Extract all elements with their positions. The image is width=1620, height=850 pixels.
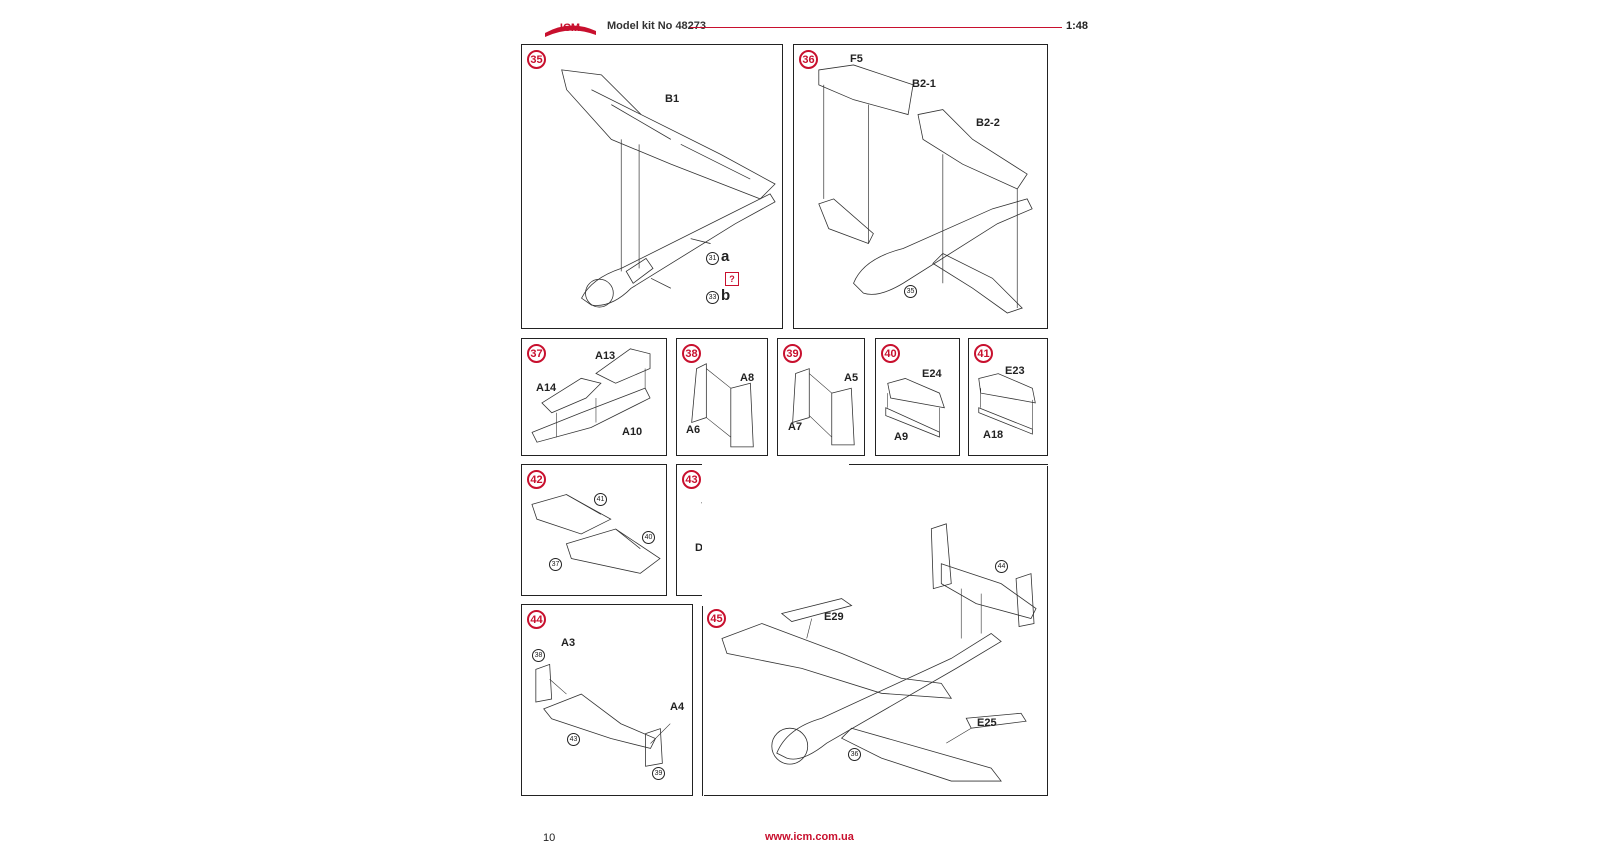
step-37-number: 37 bbox=[527, 344, 546, 363]
part-label-a8: A8 bbox=[740, 372, 755, 384]
part-label-a9: A9 bbox=[894, 431, 909, 443]
scale-label: 1:48 bbox=[1066, 20, 1089, 32]
step-35-drawing bbox=[561, 69, 776, 308]
step-36-panel: 36 F5 B2-1 B2-2 35 bbox=[793, 44, 1048, 329]
model-kit-label: Model kit No 48273 bbox=[607, 20, 707, 32]
step-45-outline-left bbox=[702, 604, 704, 796]
part-label-a3: A3 bbox=[561, 637, 576, 649]
step-35-panel: 35 B1 31 a ? 33 b bbox=[521, 44, 783, 329]
logo-text: ICM bbox=[560, 22, 580, 34]
step-41-number: 41 bbox=[974, 344, 993, 363]
part-label-b2-1: B2-1 bbox=[912, 78, 936, 90]
step-42-drawing bbox=[531, 494, 661, 574]
part-label-a18: A18 bbox=[983, 429, 1004, 441]
step-45-drawing bbox=[721, 523, 1037, 782]
step-45-outline-top bbox=[849, 464, 1048, 466]
step-41-panel: 41 E23 A18 bbox=[968, 338, 1048, 456]
step-42-panel: 42 41 40 37 bbox=[521, 464, 667, 596]
option-b-label: b bbox=[721, 287, 731, 304]
step-45-outline-mid bbox=[693, 604, 703, 606]
part-label-a7: A7 bbox=[788, 421, 803, 433]
step-42-number: 42 bbox=[527, 470, 546, 489]
part-label-e24: E24 bbox=[922, 368, 942, 380]
step-39-number: 39 bbox=[783, 344, 802, 363]
step-36-number: 36 bbox=[799, 50, 818, 69]
part-label-e25: E25 bbox=[977, 717, 997, 729]
page-number: 10 bbox=[543, 832, 556, 844]
step-37-panel: 37 A13 A14 A10 bbox=[521, 338, 667, 456]
glue-warning-box: ? bbox=[725, 272, 739, 286]
part-label-e23: E23 bbox=[1005, 365, 1025, 377]
ref-circle-31: 31 bbox=[706, 252, 719, 265]
ref-circle-44: 44 bbox=[995, 560, 1008, 573]
step-43-number: 43 bbox=[682, 470, 701, 489]
step-38-number: 38 bbox=[682, 344, 701, 363]
ref-circle-43: 43 bbox=[567, 733, 580, 746]
step-44-drawing bbox=[535, 663, 671, 767]
part-label-a10: A10 bbox=[622, 426, 643, 438]
part-label-a14: A14 bbox=[536, 382, 557, 394]
step-38-panel: 38 A8 A6 bbox=[676, 338, 768, 456]
step-39-drawing bbox=[792, 368, 855, 446]
ref-circle-38: 38 bbox=[532, 649, 545, 662]
part-label-b1: B1 bbox=[665, 93, 680, 105]
part-label-e29: E29 bbox=[824, 611, 844, 623]
ref-circle-37: 37 bbox=[549, 558, 562, 571]
step-41-drawing bbox=[978, 373, 1036, 435]
step-44-panel: 44 A3 38 A4 43 39 bbox=[521, 604, 693, 796]
ref-circle-39: 39 bbox=[652, 767, 665, 780]
step-44-number: 44 bbox=[527, 610, 546, 629]
part-label-a5: A5 bbox=[844, 372, 859, 384]
ref-circle-33: 33 bbox=[706, 291, 719, 304]
part-label-a13: A13 bbox=[595, 350, 616, 362]
step-40-drawing bbox=[885, 378, 945, 438]
step-40-panel: 40 E24 A9 bbox=[875, 338, 960, 456]
icm-logo: ICM bbox=[545, 22, 596, 37]
header-rule bbox=[690, 27, 1062, 28]
step-45-panel: 44 E29 E25 36 bbox=[702, 464, 1048, 796]
step-40-number: 40 bbox=[881, 344, 900, 363]
ref-circle-41: 41 bbox=[594, 493, 607, 506]
step-37-drawing bbox=[531, 348, 651, 443]
step-36-drawing bbox=[818, 64, 1033, 314]
website-link[interactable]: www.icm.com.ua bbox=[765, 831, 854, 843]
step-39-panel: 39 A5 A7 bbox=[777, 338, 865, 456]
part-label-a4: A4 bbox=[670, 701, 685, 713]
ref-circle-36: 36 bbox=[848, 748, 861, 761]
step-35-number: 35 bbox=[527, 50, 546, 69]
step-45-number: 45 bbox=[707, 609, 726, 628]
ref-circle-35: 35 bbox=[904, 285, 917, 298]
step-38-drawing bbox=[691, 363, 754, 448]
ref-circle-40: 40 bbox=[642, 531, 655, 544]
part-label-b2-2: B2-2 bbox=[976, 117, 1000, 129]
option-a-label: a bbox=[721, 248, 730, 265]
part-label-f5: F5 bbox=[850, 53, 863, 65]
part-label-a6: A6 bbox=[686, 424, 701, 436]
